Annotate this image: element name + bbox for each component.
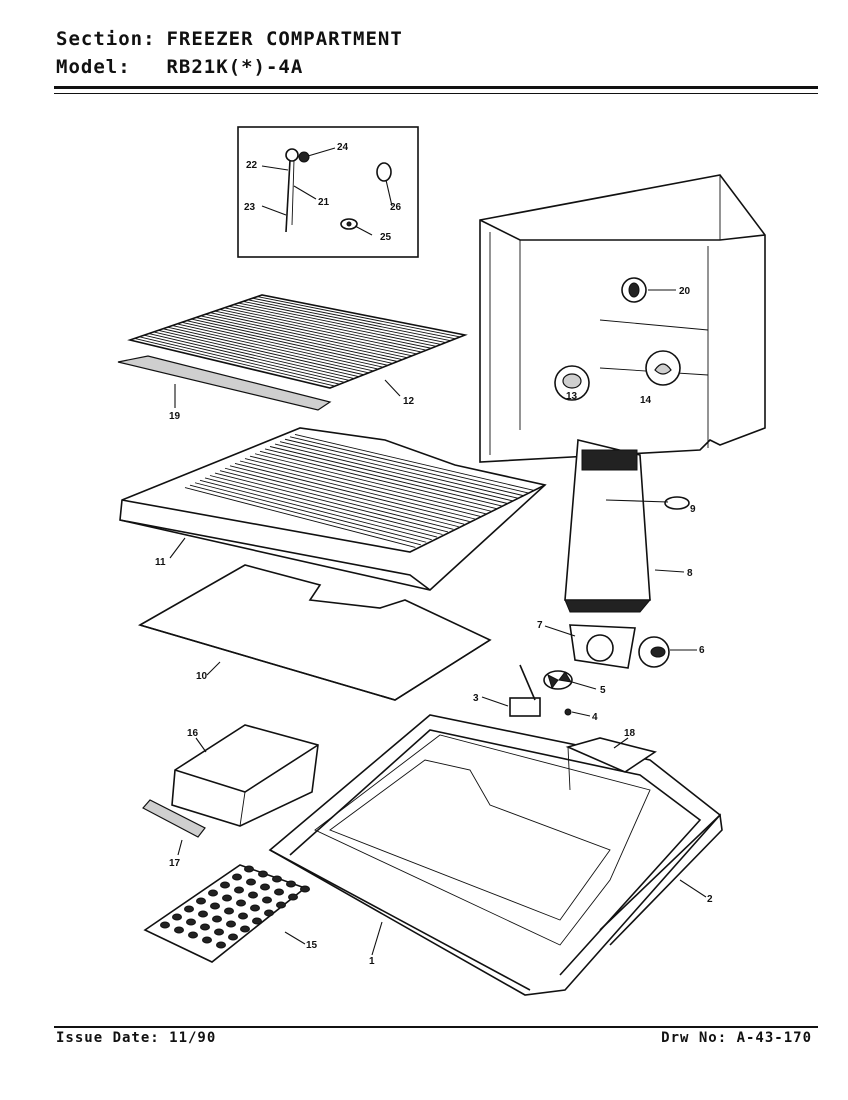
- inset-detail-box: [237, 126, 419, 258]
- drawing-number: Drw No: A-43-170: [661, 1030, 812, 1046]
- callout-14: 14: [640, 395, 652, 406]
- model-value: RB21K(*)-4A: [166, 56, 304, 78]
- callout-9: 9: [690, 504, 696, 515]
- callout-25: 25: [380, 232, 392, 243]
- callout-4: 4: [592, 712, 598, 723]
- evaporator-cover: [564, 439, 690, 613]
- callout-16: 16: [187, 728, 199, 739]
- callout-7: 7: [537, 620, 543, 631]
- fan-assembly: [509, 624, 670, 717]
- section-line: Section: FREEZER COMPARTMENT: [56, 28, 403, 50]
- callout-20: 20: [679, 286, 691, 297]
- callout-10: 10: [196, 671, 208, 682]
- callout-19: 19: [169, 411, 181, 422]
- callout-8: 8: [687, 568, 693, 579]
- callout-13: 13: [566, 391, 578, 402]
- header-rule-thin: [54, 93, 818, 94]
- callout-24: 24: [337, 142, 349, 153]
- model-label: Model:: [56, 56, 131, 78]
- freezer-cabinet: [479, 174, 766, 463]
- callout-18: 18: [624, 728, 636, 739]
- floor-liner: [137, 564, 492, 701]
- section-value: FREEZER COMPARTMENT: [166, 28, 403, 50]
- leader-lines: [169, 147, 707, 956]
- issue-date: Issue Date: 11/90: [56, 1030, 217, 1046]
- callout-21: 21: [318, 197, 330, 208]
- wire-shelf: [117, 294, 468, 411]
- callout-3: 3: [473, 693, 479, 704]
- callout-12: 12: [403, 396, 415, 407]
- callout-6: 6: [699, 645, 705, 656]
- callout-23: 23: [244, 202, 256, 213]
- callout-17: 17: [169, 858, 181, 869]
- callout-11: 11: [155, 557, 166, 568]
- model-line: Model: RB21K(*)-4A: [56, 56, 303, 78]
- callout-26: 26: [390, 202, 402, 213]
- callout-5: 5: [600, 685, 606, 696]
- freezer-floor-pan: [268, 714, 723, 996]
- callout-labels: 1 2 3 4 5 6 7 8 9 10 11 12 13 14 15 16 1…: [155, 142, 713, 967]
- callout-15: 15: [306, 940, 318, 951]
- section-label: Section:: [56, 28, 156, 50]
- callout-1: 1: [369, 956, 375, 967]
- ice-cube-tray: [143, 864, 310, 963]
- header-rule-thick: [54, 86, 818, 89]
- footer-rule: [54, 1026, 818, 1028]
- callout-22: 22: [246, 160, 258, 171]
- callout-2: 2: [707, 894, 713, 905]
- freezer-shelf-tray: [119, 427, 547, 591]
- ice-storage-bin: [142, 724, 319, 838]
